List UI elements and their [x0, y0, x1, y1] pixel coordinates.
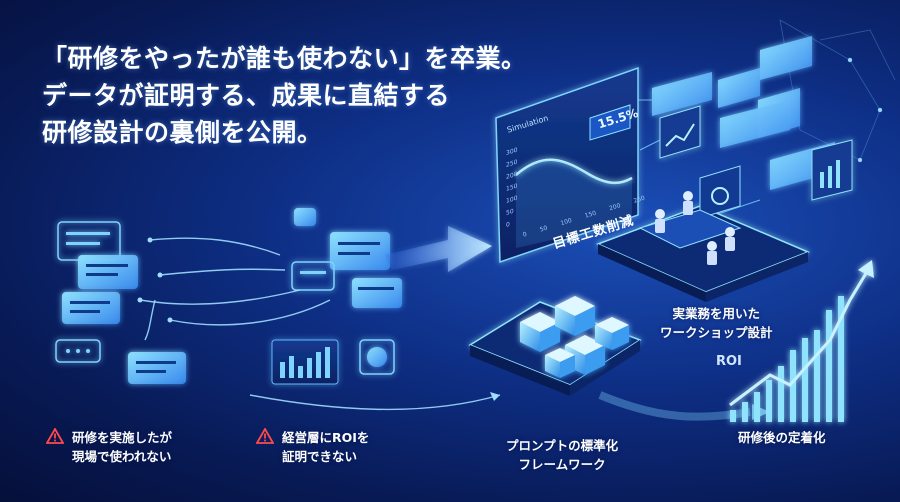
x-tick: 0	[522, 230, 528, 239]
framework-caption: プロンプトの標準化 フレームワーク	[506, 436, 618, 474]
headline: 「研修をやったが誰も使わない」を卒業。 データが証明する、成果に直結する 研修設…	[42, 40, 527, 151]
workshop-platform	[596, 165, 810, 302]
problem-2-line-1: 経営層にROIを	[282, 430, 370, 445]
big-arrow	[385, 226, 492, 272]
warning-icon	[256, 428, 274, 444]
workshop-line-1: 実業務を用いた	[672, 306, 761, 321]
framework-line-2: フレームワーク	[518, 457, 606, 472]
flow-arrow-roi	[598, 391, 751, 421]
framework-line-1: プロンプトの標準化	[506, 438, 619, 453]
warning-icon	[46, 428, 64, 444]
headline-line-2: データが証明する、成果に直結する	[42, 81, 451, 110]
roi-chart	[729, 260, 874, 422]
problem-2: 経営層にROIを 証明できない	[256, 428, 369, 466]
chat-cards-left	[55, 221, 186, 384]
simulation-dashboard	[495, 66, 639, 264]
workshop-line-2: ワークショップ設計	[660, 325, 773, 340]
problem-1-line-2: 現場で使われない	[72, 449, 172, 464]
headline-line-1: 「研修をやったが誰も使わない」を卒業。	[42, 44, 527, 73]
mini-bar-chart-left	[271, 339, 339, 385]
roi-caption: 研修後の定着化	[738, 430, 826, 445]
problem-1-line-1: 研修を実施したが	[72, 430, 173, 445]
dashboard-y-ticks: 300 250 200 150 100 50 0	[506, 144, 517, 232]
roi-label: ROI	[716, 354, 742, 369]
problem-2-line-2: 証明できない	[282, 449, 358, 464]
headline-line-3: 研修設計の裏側を公開。	[42, 118, 323, 147]
workshop-caption: 実業務を用いた ワークショップ設計	[660, 304, 773, 342]
problem-1: 研修を実施したが 現場で使われない	[46, 428, 172, 466]
flow-arrows-left	[139, 237, 501, 411]
floating-cards-right	[652, 36, 853, 201]
framework-platform	[468, 296, 642, 396]
chat-cards-middle	[291, 208, 402, 375]
